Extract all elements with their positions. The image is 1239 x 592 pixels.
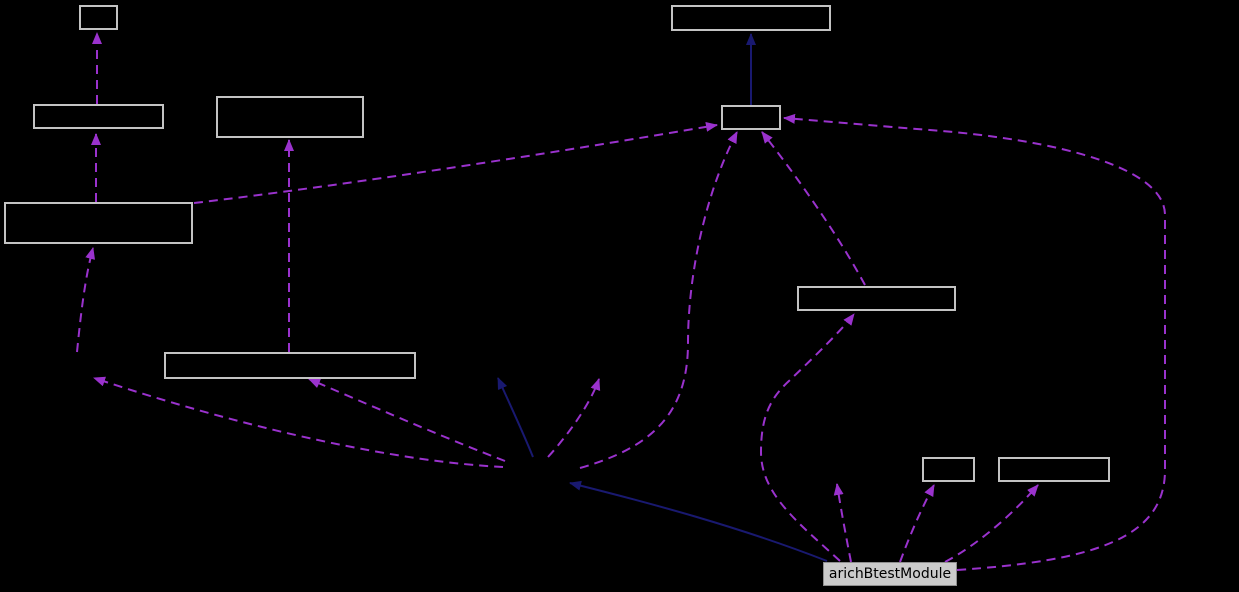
class-node-8[interactable] [797, 286, 956, 311]
class-node-10[interactable] [998, 457, 1110, 482]
class-node-9[interactable] [922, 457, 975, 482]
inheritance-edge [497, 377, 534, 458]
usage-edge [761, 131, 866, 286]
class-node-6[interactable] [671, 5, 831, 31]
usage-edge [193, 121, 718, 204]
usage-edge [944, 484, 1039, 563]
usage-edge [308, 378, 506, 462]
usage-edge [833, 483, 852, 563]
usage-edge [93, 376, 504, 468]
current-class-node[interactable]: arichBtestModule [823, 562, 957, 586]
usage-edge [76, 247, 95, 353]
current-class-label: arichBtestModule [828, 566, 952, 582]
class-node-3[interactable] [216, 96, 364, 138]
class-node-2[interactable] [33, 104, 164, 129]
inheritance-edge [569, 480, 828, 562]
usage-edge [579, 131, 738, 469]
usage-edge [547, 378, 601, 458]
usage-edge [759, 313, 855, 562]
class-node-7[interactable] [721, 105, 781, 130]
class-node-5[interactable] [164, 352, 416, 379]
class-node-4[interactable] [4, 202, 193, 244]
usage-edge [783, 113, 1166, 571]
class-node-1[interactable] [79, 5, 118, 30]
usage-edge [899, 484, 935, 563]
